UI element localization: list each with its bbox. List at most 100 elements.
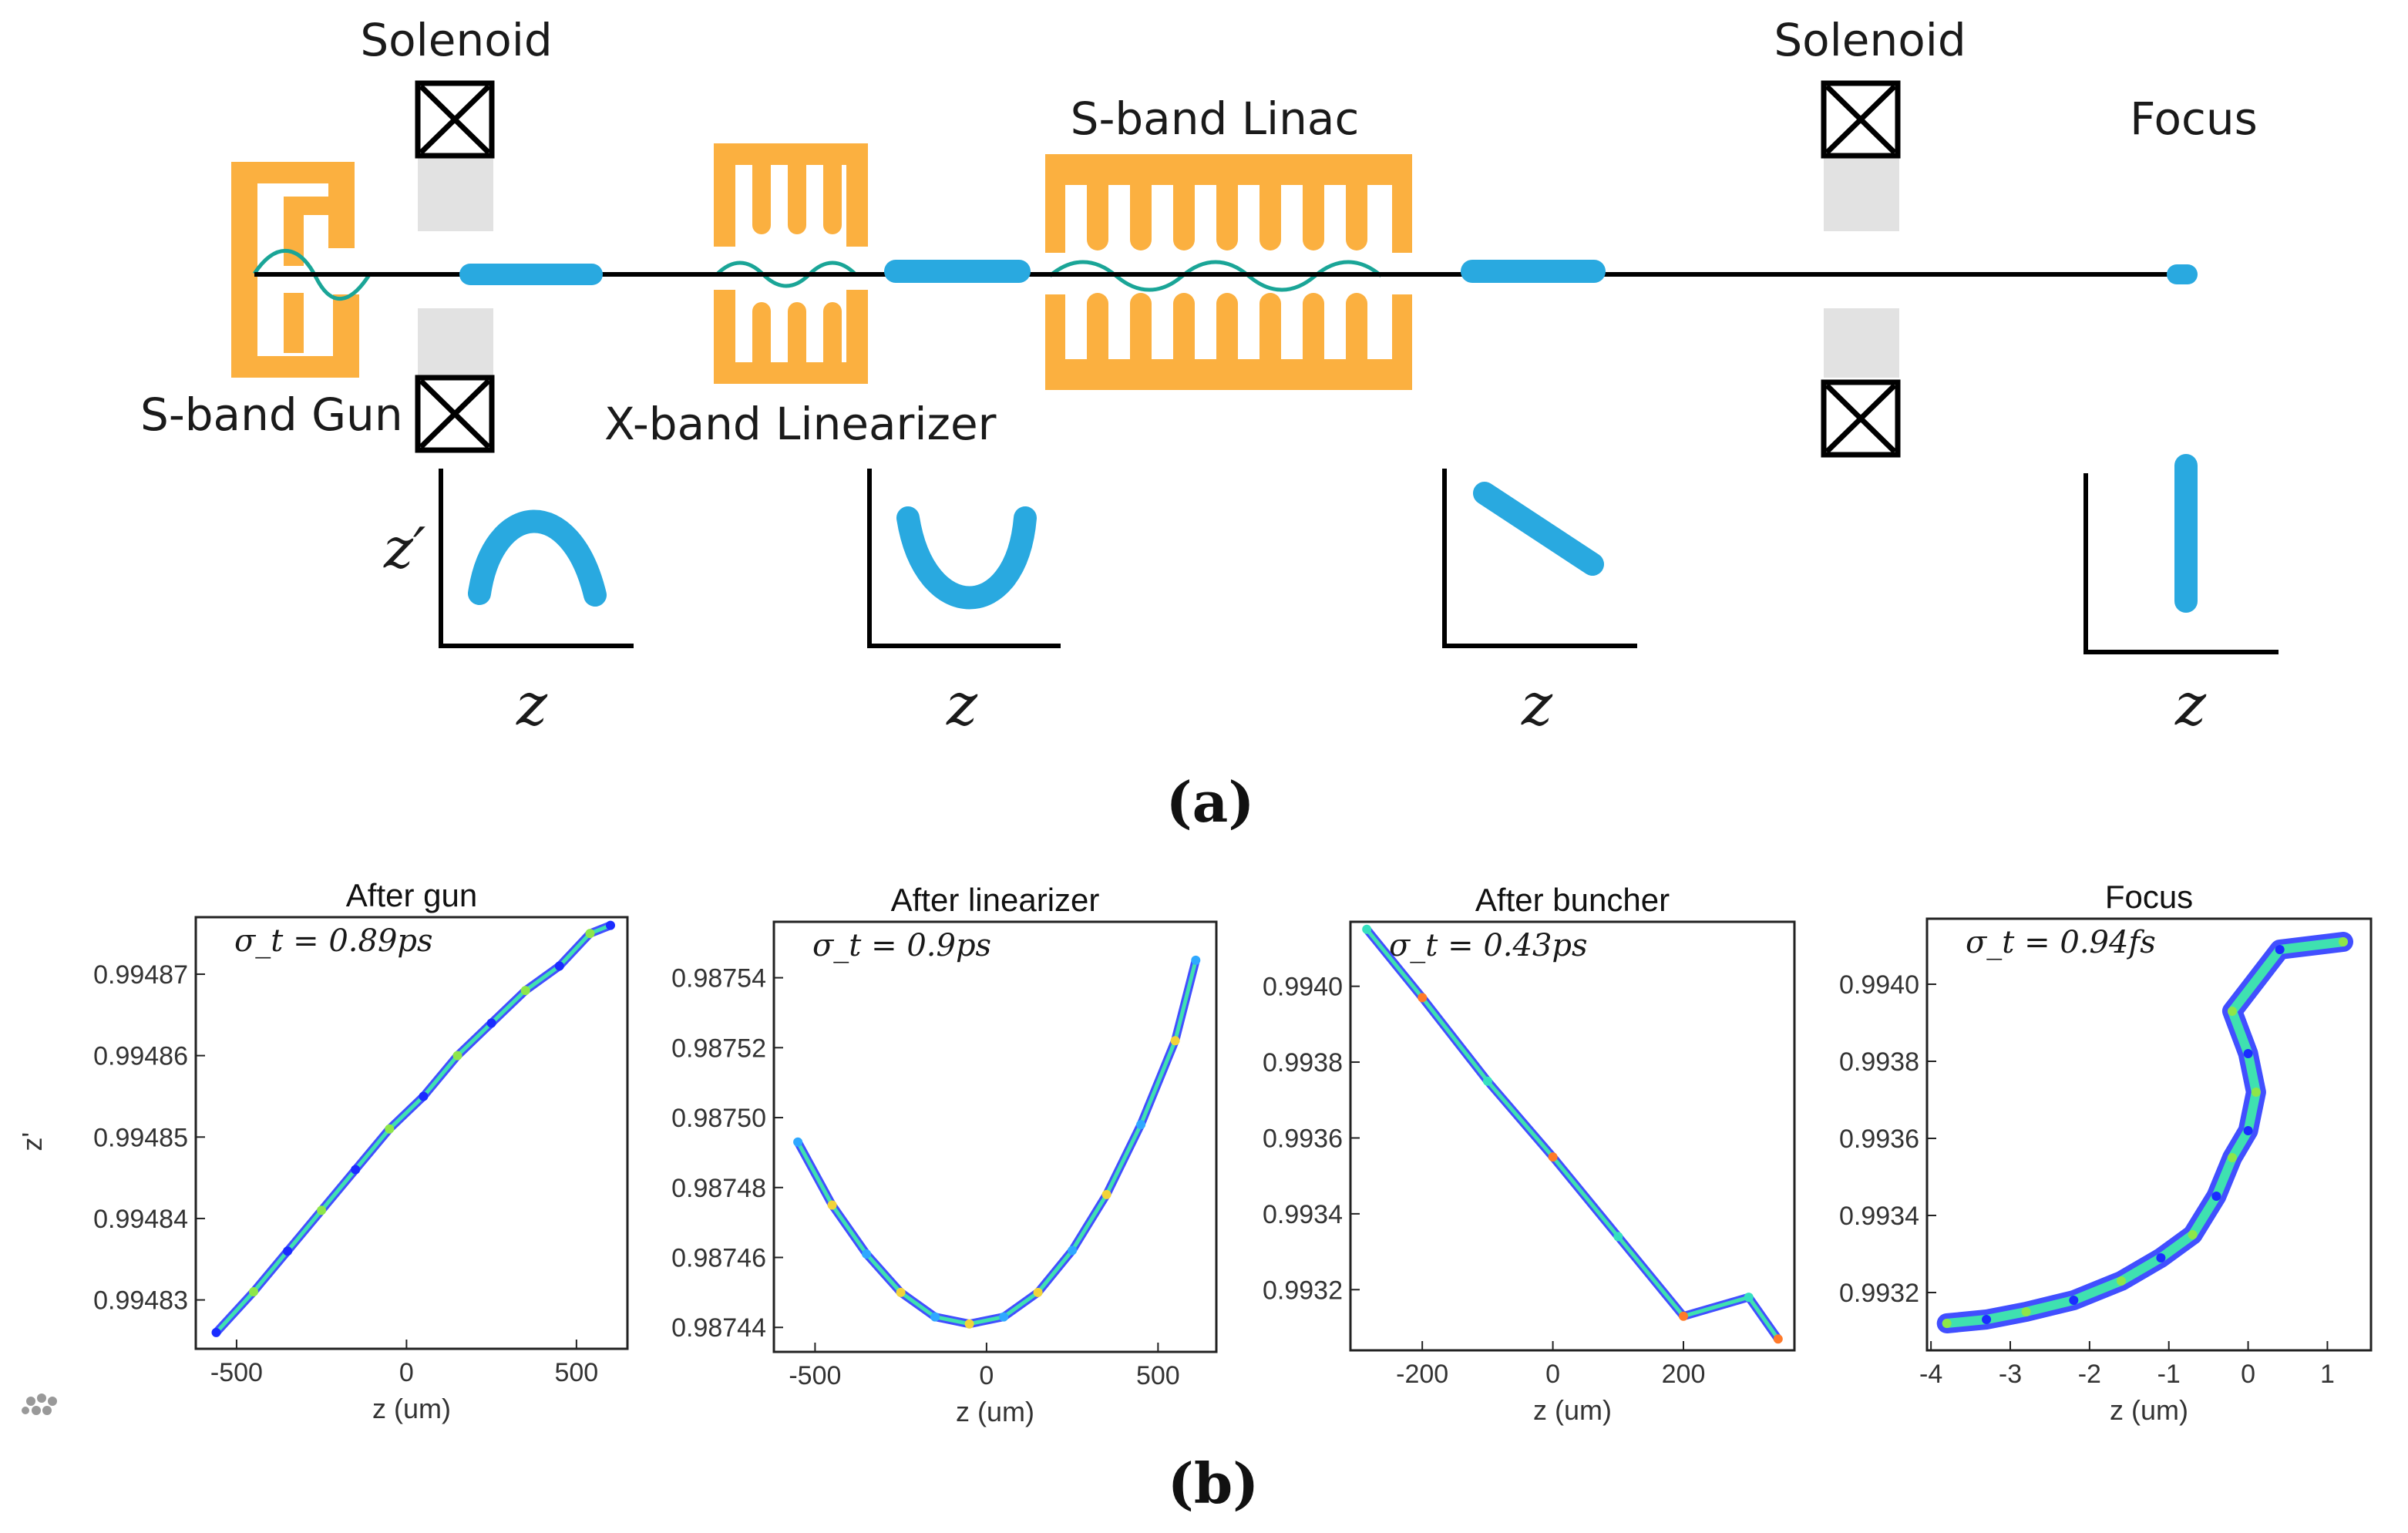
gun-rf-wave-icon [252,249,372,301]
scatter-point [964,1319,974,1329]
solenoid-left-shadow-bottom [418,308,493,378]
scatter-point [419,1091,429,1101]
x-axis-label: z (um) [1533,1394,1612,1426]
x-tick-label: -500 [789,1361,841,1390]
scatter-point [2243,1126,2253,1135]
solenoid-right-label: Solenoid [1774,14,1966,66]
y-tick-label: 0.9932 [1839,1279,1919,1308]
scatter-point [249,1287,258,1296]
y-tick-label: 0.98750 [671,1104,766,1133]
scatter-point [211,1327,221,1337]
scatter-point [2188,1230,2198,1239]
solenoid-left-bottom-icon [415,375,495,453]
scatter-point [1191,955,1201,965]
y-tick-label: 0.99483 [93,1286,188,1316]
plot-annotation: σ_t = 0.9ps [812,928,991,963]
scatter-point [2251,1088,2261,1097]
plot-frame [1925,917,2373,1352]
y-tick-label: 0.99485 [93,1123,188,1152]
solenoid-left-shadow-top [418,154,493,231]
y-tick-label: 0.98754 [671,964,766,993]
scatter-point [283,1246,293,1256]
scatter-core [1364,927,1781,1341]
panel-a-label: (a) [1166,769,1255,835]
scatter-point [351,1165,361,1175]
x-axis-label: z (um) [372,1393,451,1424]
scatter-point [1679,1311,1688,1321]
solenoid-right-shadow-bottom [1824,308,1899,378]
plot-title: After gun [346,877,477,913]
scatter-point [1136,1120,1146,1130]
panel-b-label: (b) [1168,1451,1259,1516]
sband-gun-label: S-band Gun [140,388,403,441]
scatter-point [520,986,530,996]
plot-frame [772,920,1218,1353]
scatter-point [385,1124,395,1134]
scatter-point [2117,1276,2126,1286]
solenoid-left-label: Solenoid [360,14,552,66]
sband-linac-label: S-band Linac [1071,92,1360,145]
scatter-point [585,929,595,939]
phase-x-label-linac: z [1521,670,1553,738]
plot-title: Focus [2105,879,2193,915]
x-tick-label: -3 [1999,1360,2022,1389]
y-tick-label: 0.98748 [671,1174,766,1203]
phase-sketch-linearizer: z [867,469,1061,738]
sband-gun-icon [231,162,359,378]
x-axis-label: z (um) [956,1396,1034,1427]
scatter-point [1101,1189,1112,1199]
phase-x-label-focus: z [2174,670,2207,738]
x-tick-label: 0 [979,1361,994,1390]
scatter-point [2228,1153,2237,1162]
y-tick-label: 0.99487 [93,960,188,990]
sband-linac-icon [1045,154,1412,390]
scatter-point [2021,1307,2031,1316]
x-tick-label: -1 [2157,1360,2181,1389]
scatter-point [1170,1036,1180,1046]
scatter-point [2069,1296,2079,1305]
solenoid-right-bottom-icon [1821,379,1901,458]
scatter-point [2275,945,2285,954]
focus-label: Focus [2130,92,2258,145]
scatter-point [606,920,615,930]
linearizer-rf-wave-icon [715,261,857,288]
x-tick-label: 0 [2241,1360,2255,1389]
y-tick-label: 0.9934 [1263,1200,1343,1229]
y-tick-label: 0.9936 [1839,1125,1919,1154]
plot-title: After buncher [1475,882,1670,918]
linac-rf-wave-icon [1048,260,1383,292]
scatter-point [1548,1152,1558,1162]
plot-annotation: σ_t = 0.94fs [1966,925,2156,960]
solenoid-right-shadow-top [1824,154,1899,231]
scatter-point [999,1312,1009,1322]
phase-curve-linac-icon [1473,482,1604,576]
plot-title: After linearizer [891,882,1100,918]
phase-x-label-linearizer: z [946,670,978,738]
scatter-point [554,961,564,971]
scatter-point [896,1287,906,1297]
plot-annotation: σ_t = 0.43ps [1389,928,1588,963]
x-tick-label: -2 [2078,1360,2101,1389]
x-tick-label: 200 [1662,1360,1706,1389]
x-tick-label: -4 [1919,1360,1942,1389]
x-tick-label: 500 [1136,1361,1180,1390]
y-tick-label: 0.9934 [1839,1202,1919,1231]
x-tick-label: 500 [554,1358,598,1387]
plot-frame [1349,920,1796,1352]
y-tick-label: 0.9938 [1839,1047,1919,1077]
gpt-logo-icon [22,1393,57,1415]
scatter-point [2339,937,2348,946]
scatter-point [317,1205,327,1215]
scatter-point [1418,993,1428,1003]
scatter-point [1773,1334,1783,1344]
scatter-point [1033,1287,1043,1297]
solenoid-left-top-icon [415,80,495,159]
phase-x-label-gun: z [516,670,548,738]
scatter-point [486,1018,496,1028]
y-tick-label: 0.9938 [1263,1048,1343,1077]
scatter-point [862,1249,872,1259]
